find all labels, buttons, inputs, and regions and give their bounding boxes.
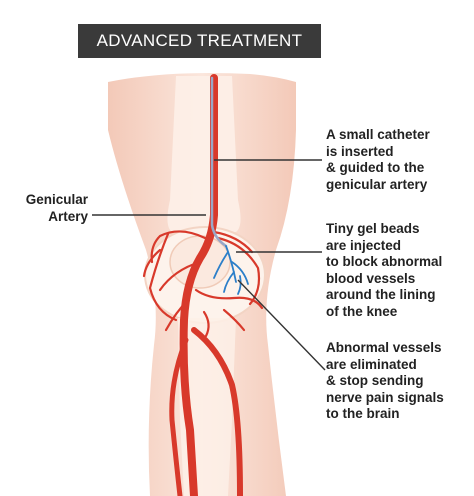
genicular-branches	[142, 230, 264, 338]
pointer-lines	[92, 159, 326, 371]
label-genicular-artery: Genicular Artery	[25, 192, 88, 224]
femur-bone	[167, 76, 241, 232]
gel-beads	[213, 245, 249, 295]
main-artery	[179, 74, 218, 496]
label-catheter: A small catheter is inserted & guided to…	[326, 127, 430, 192]
title-banner: ADVANCED TREATMENT	[78, 24, 321, 58]
catheter	[210, 76, 228, 248]
artery-branch-right	[191, 327, 243, 496]
label-gel-beads: Tiny gel beads are injected to block abn…	[326, 221, 443, 319]
title-text: ADVANCED TREATMENT	[96, 31, 303, 50]
artery-branch-left	[169, 337, 189, 496]
label-abnormal-vessels: Abnormal vessels are eliminated & stop s…	[326, 340, 444, 421]
